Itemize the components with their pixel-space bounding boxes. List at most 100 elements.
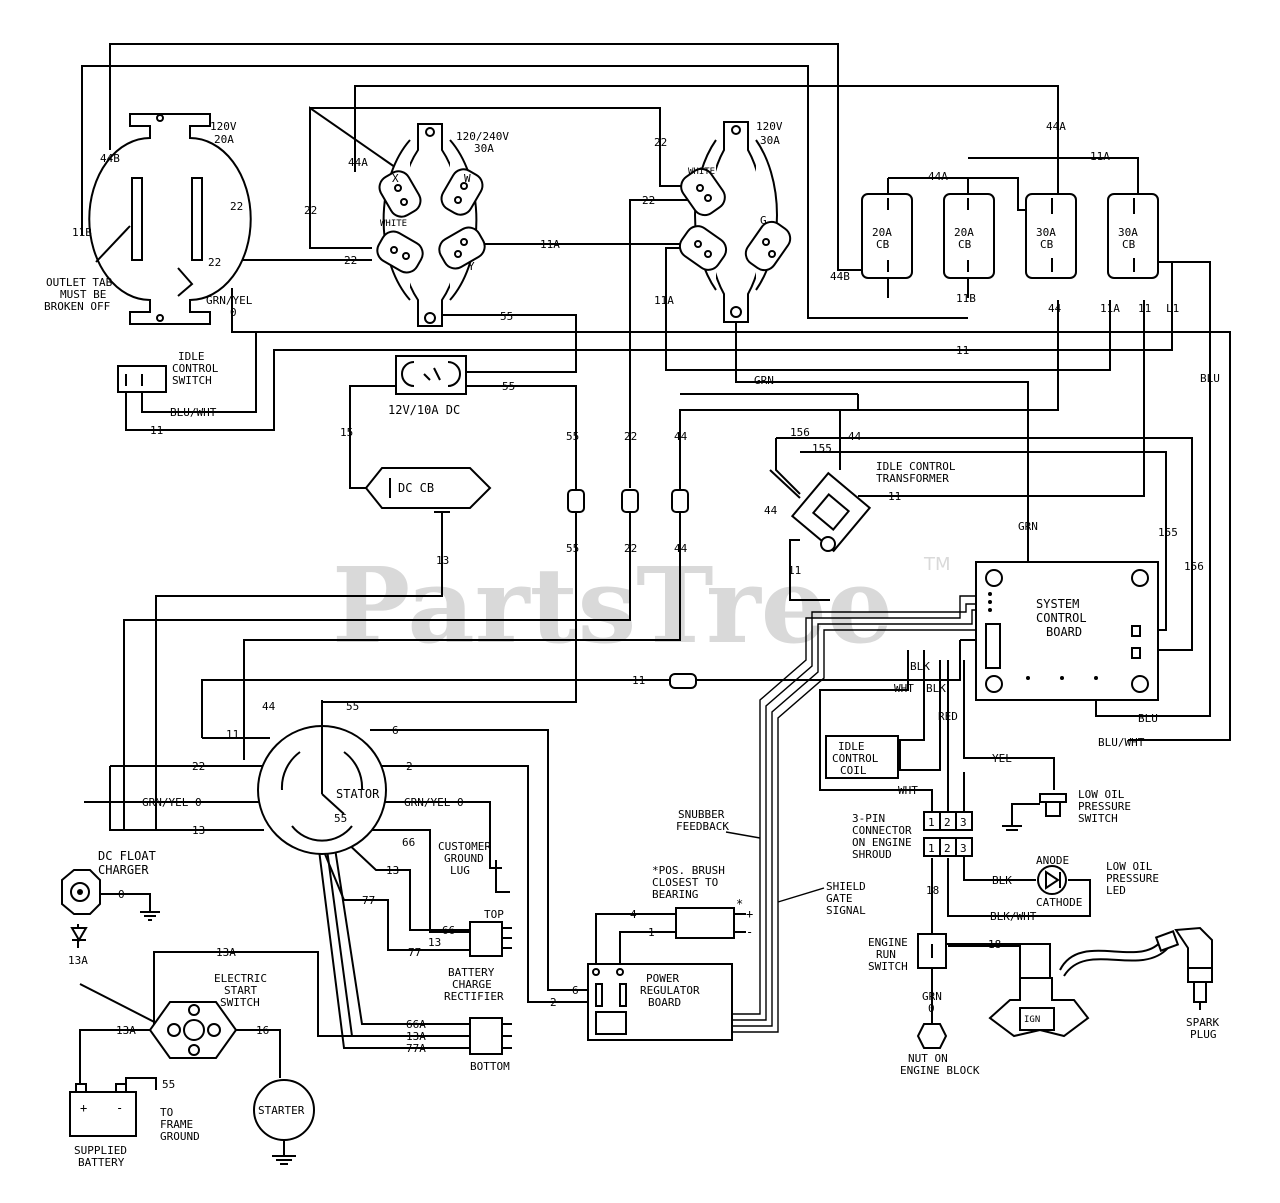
brush-assembly (675, 907, 735, 939)
ignition-module: IGN SPARK PLUG (988, 926, 1219, 1041)
wire-label: 44B (830, 270, 850, 283)
pin-3-lower: 3 (960, 842, 967, 855)
switch-label-2: CONTROL (172, 362, 219, 375)
dc-receptacle-label: 12V/10A DC (388, 403, 460, 417)
wire-label: 22 (208, 256, 221, 269)
wire-label: 44B (100, 152, 120, 165)
wire-label: 22 (624, 542, 637, 555)
ground-lug-label-1: CUSTOMER (438, 840, 491, 853)
oil-switch-label-1: LOW OIL (1078, 788, 1125, 801)
shield-label-2: GATE (826, 892, 853, 905)
frame-ground-1: TO (160, 1106, 173, 1119)
battery-charge-rectifier: TOP BOTTOM BATTERY CHARGE RECTIFIER (444, 908, 512, 1073)
run-switch-label-3: SWITCH (868, 960, 908, 973)
wire-label: L1 (1166, 302, 1179, 315)
breaker-30a-1 (1025, 193, 1077, 279)
outlet-20a-amps: 20A (214, 133, 234, 146)
dc-circuit-breaker: DC CB (364, 467, 492, 513)
ign-label: IGN (1024, 1015, 1040, 1025)
oil-switch-label-3: SWITCH (1078, 812, 1118, 825)
wire-label: 156 (790, 426, 810, 439)
wire-label: 44 (262, 700, 276, 713)
snubber-label-1: SNUBBER (678, 808, 725, 821)
dc-cb-body (364, 467, 492, 509)
power-regulator: * + - *POS. BRUSH CLOSEST TO BEARING POW… (587, 808, 866, 1041)
shield-label-1: SHIELD (826, 880, 866, 893)
label-w: W (464, 172, 471, 185)
wire-label: 55 (566, 542, 579, 555)
wire-label: 18 (926, 884, 939, 897)
ground-lug-label-2: GROUND (444, 852, 484, 865)
battery-body (69, 1091, 137, 1137)
breaker-3-amps: 30A (1036, 226, 1056, 239)
outlet-30a-amps: 30A (760, 134, 780, 147)
wire-label: 22 (304, 204, 317, 217)
low-oil-pressure-led: ANODE CATHODE LOW OIL PRESSURE LED (1036, 854, 1159, 909)
wire-label: 0 (230, 306, 237, 319)
stator-label: STATOR (336, 787, 380, 801)
coil-label-1: IDLE (838, 740, 865, 753)
idle-control-switch: IDLE CONTROL SWITCH (117, 350, 219, 393)
wire-label: GRN/YEL 0 (142, 796, 202, 809)
terminal-white (376, 230, 424, 274)
watermark-tm: TM (923, 554, 951, 575)
label-x: X (392, 172, 399, 185)
terminal-b-30a (678, 225, 728, 271)
wire-label: GRN (754, 374, 774, 387)
wire-label: 4 (630, 908, 637, 921)
wire-label: 13A (406, 1030, 426, 1043)
spark-plug-boot (1174, 926, 1213, 969)
wire-label: 66 (442, 924, 455, 937)
rectifier-label-2: CHARGE (452, 978, 492, 991)
label-y: Y (468, 260, 475, 273)
wire-label: GRN/YEL 0 (404, 796, 464, 809)
connector-44 (671, 489, 689, 513)
wire-label: BLU/WHT (1098, 736, 1145, 749)
wire-label: 11B (72, 226, 92, 239)
battery-label-2: BATTERY (78, 1156, 125, 1169)
charger-label-1: DC FLOAT (98, 849, 156, 863)
outlet-120v-20a: 120V 20A OUTLET TAB MUST BE BROKEN OFF (44, 113, 252, 325)
wire-label: 13A (116, 1024, 136, 1037)
rectifier-label-3: RECTIFIER (444, 990, 504, 1003)
brush-note-3: BEARING (652, 888, 698, 901)
outlet-240-voltage: 120/240V (456, 130, 509, 143)
breaker-1-cb: CB (876, 238, 890, 251)
wire-label: 44 (1048, 302, 1062, 315)
breaker-20a-2 (943, 193, 995, 279)
start-switch-label-1: ELECTRIC (214, 972, 267, 985)
oil-switch-cap (1039, 793, 1067, 803)
wire-label: 1 (648, 926, 655, 939)
anode-label: ANODE (1036, 854, 1069, 867)
control-board-body (975, 561, 1159, 701)
engine-nut (916, 1023, 948, 1049)
wire-label: 13 (192, 824, 205, 837)
wire-label: 11 (956, 344, 969, 357)
wire-label: 11A (1090, 150, 1110, 163)
dc-receptacle: 12V/10A DC (388, 355, 467, 417)
wire-label: 22 (654, 136, 667, 149)
wire-label: 22 (344, 254, 357, 267)
terminal-white-30a (680, 167, 726, 217)
wire-label: 155 (812, 442, 832, 455)
wire-label: 77 (362, 894, 375, 907)
oil-switch-label-2: PRESSURE (1078, 800, 1131, 813)
control-board-label-2: CONTROL (1036, 611, 1087, 625)
wire-label: 6 (572, 984, 579, 997)
outlet-tab-note-3: BROKEN OFF (44, 300, 110, 313)
frame-ground-2: FRAME (160, 1118, 193, 1131)
connector-11 (669, 673, 697, 689)
wire-label: 44 (674, 542, 688, 555)
rectifier-bottom-label: BOTTOM (470, 1060, 510, 1073)
system-control-board: SYSTEM CONTROL BOARD (975, 561, 1159, 701)
connector-22 (621, 489, 639, 513)
nut-label-1: NUT ON (908, 1052, 948, 1065)
wire-label: 15 (340, 426, 353, 439)
board-terminal-155 (1131, 625, 1141, 637)
wire-label: 55 (500, 310, 513, 323)
wire-label: 6 (392, 724, 399, 737)
breaker-1-amps: 20A (872, 226, 892, 239)
wire-label: BLK/WHT (990, 910, 1037, 923)
pin-1-lower: 1 (928, 842, 935, 855)
wire-labels: 44B 11B 22 22 GRN/YEL 0 44A 22 22 22 22 … (68, 120, 1220, 1091)
